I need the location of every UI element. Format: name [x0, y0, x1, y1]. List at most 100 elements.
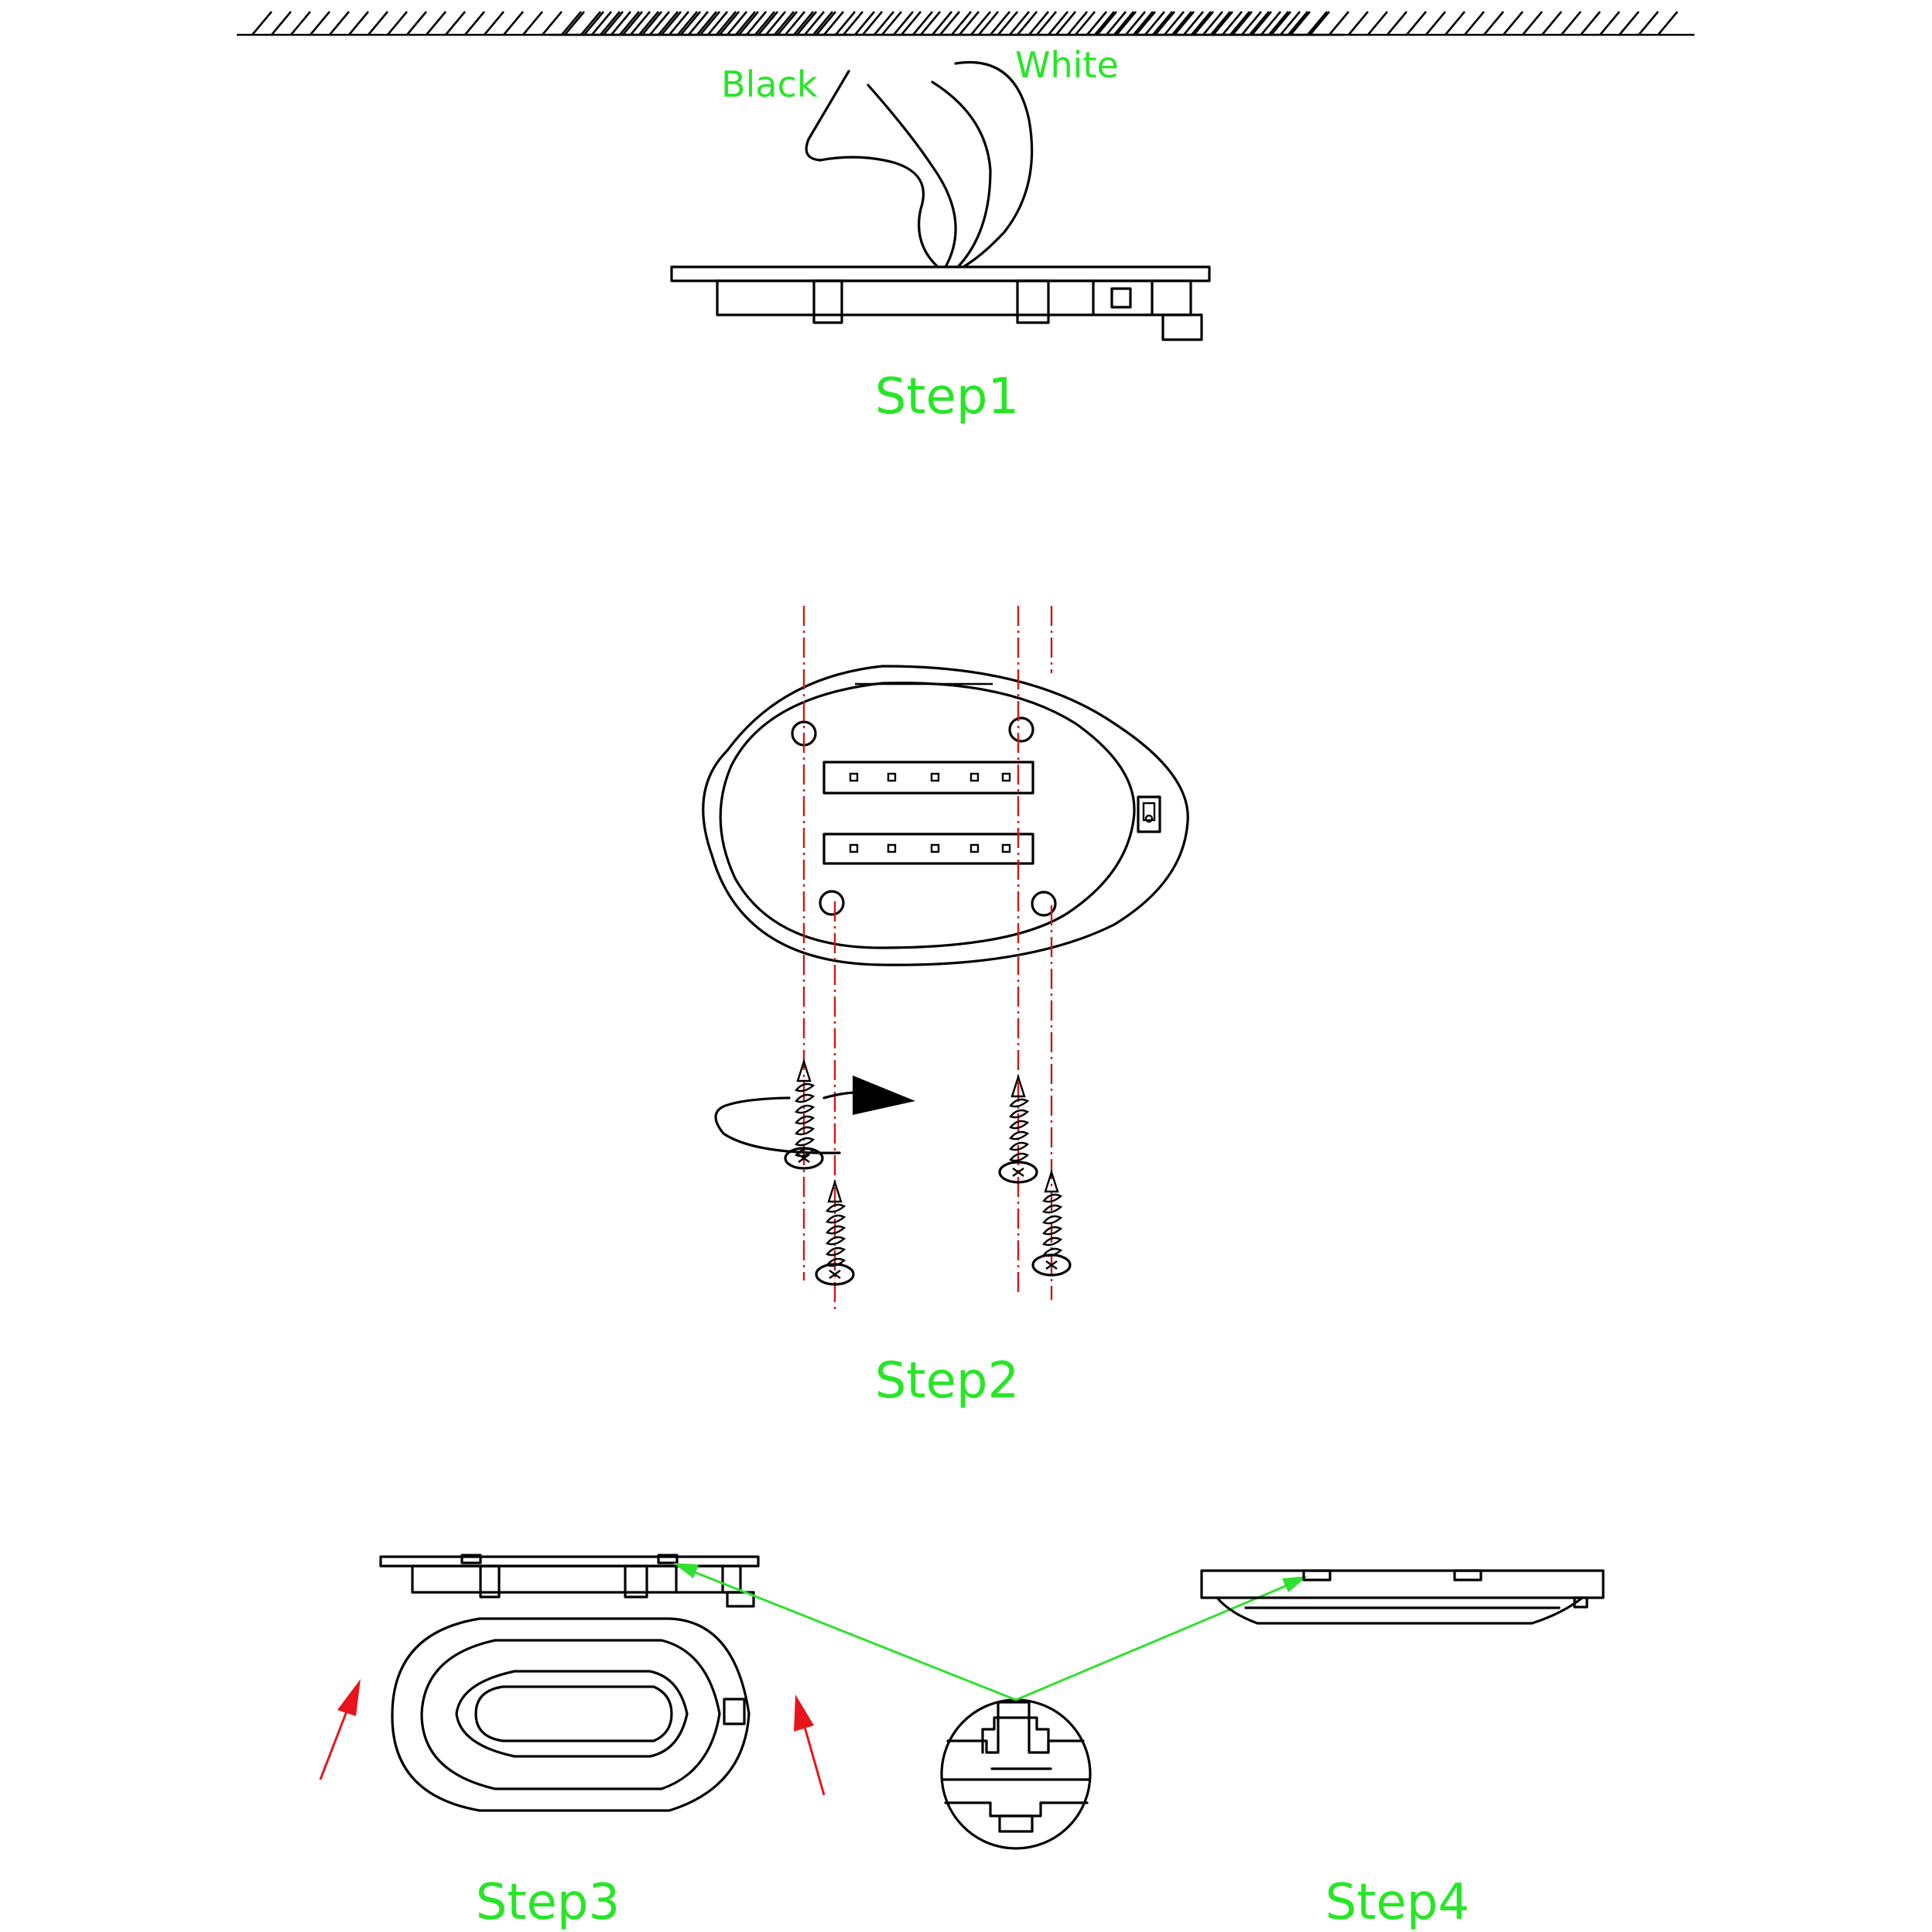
hatch-stroke — [754, 11, 775, 36]
hatch-stroke — [368, 11, 388, 36]
hatch-stroke — [1406, 11, 1427, 36]
hatch-stroke — [1125, 11, 1146, 36]
hatch-stroke — [707, 11, 728, 36]
hatch-stroke — [765, 11, 786, 36]
hatch-stroke — [757, 11, 778, 36]
hatch-stroke — [1638, 11, 1659, 36]
hatch-stroke — [641, 11, 662, 36]
mounting-base-side — [670, 265, 1211, 341]
screw-icon — [784, 1058, 824, 1170]
hatch-stroke — [1260, 11, 1281, 36]
hatch-stroke — [649, 11, 670, 36]
hatch-stroke — [874, 11, 894, 36]
hatch-stroke — [823, 11, 844, 36]
hatch-stroke — [862, 11, 883, 36]
hatch-stroke — [1503, 11, 1523, 36]
hatch-stroke — [680, 11, 701, 36]
hatch-stroke — [1229, 11, 1250, 36]
hatch-stroke — [1017, 11, 1038, 36]
hatch-stroke — [1541, 11, 1562, 36]
hatch-stroke — [978, 11, 999, 36]
hatch-stroke — [990, 11, 1010, 36]
hatch-stroke — [804, 11, 825, 36]
hatch-stroke — [1270, 11, 1291, 36]
hatch-stroke — [610, 11, 631, 36]
hatch-stroke — [603, 11, 624, 36]
hatch-stroke — [835, 11, 856, 36]
hatch-stroke — [699, 11, 720, 36]
hatch-stroke — [1202, 11, 1223, 36]
wire-label-white: White — [1015, 44, 1119, 86]
hatch-stroke — [1096, 11, 1117, 36]
hatch-stroke — [688, 11, 709, 36]
step1-panel: Black White Step1 — [576, 11, 1344, 426]
hatch-stroke — [1348, 11, 1369, 36]
terminal-block-top — [822, 761, 1034, 795]
step4-panel: Step4 — [1082, 11, 1694, 1931]
hatch-stroke — [1251, 11, 1272, 36]
hatch-stroke — [591, 11, 612, 36]
hatch-stroke — [271, 11, 292, 36]
hatch-stroke — [503, 11, 524, 36]
hatch-stroke — [812, 11, 833, 36]
screw-icon — [815, 1179, 855, 1286]
hatch-stroke — [1055, 11, 1076, 36]
hatch-stroke — [1036, 11, 1057, 36]
hatch-stroke — [638, 11, 659, 36]
hatch-stroke — [580, 11, 601, 36]
hatch-stroke — [329, 11, 350, 36]
hatch-stroke — [1287, 11, 1308, 36]
mounted-base-side — [379, 1554, 760, 1608]
screw-icon — [1031, 1169, 1072, 1277]
hatch-stroke — [1133, 11, 1154, 36]
hatch-stroke — [1599, 11, 1620, 36]
screws — [784, 1058, 1072, 1286]
wires — [805, 61, 1034, 268]
hatch-stroke — [630, 11, 651, 36]
hatch-stroke — [1067, 11, 1088, 36]
hatch-stroke — [1464, 11, 1485, 36]
light-fixture — [391, 1617, 751, 1812]
hatch-stroke — [677, 11, 698, 36]
hatch-stroke — [484, 11, 504, 36]
hatch-stroke — [290, 11, 311, 36]
hatch-stroke — [464, 11, 485, 36]
push-arrow-icon — [319, 1679, 361, 1780]
screw-icon — [998, 1074, 1038, 1184]
hatch-stroke — [445, 11, 466, 36]
hatch-stroke — [1048, 11, 1069, 36]
hatch-stroke — [1425, 11, 1446, 36]
hatch-stroke — [387, 11, 408, 36]
hatch-stroke — [735, 11, 756, 36]
hatch-stroke — [1193, 11, 1214, 36]
hatch-stroke — [719, 11, 740, 36]
hatch-stroke — [1094, 11, 1115, 36]
hatch-stroke — [1106, 11, 1127, 36]
hatch-stroke — [561, 11, 582, 36]
hatch-stroke — [1113, 11, 1134, 36]
hatch-stroke — [785, 11, 805, 36]
hatch-stroke — [564, 11, 585, 36]
hatch-stroke — [622, 11, 643, 36]
hatch-stroke — [901, 11, 922, 36]
hatch-stroke — [406, 11, 427, 36]
hatch-stroke — [843, 11, 863, 36]
hatch-stroke — [696, 11, 717, 36]
installed-fixture-side — [1200, 1569, 1605, 1625]
hatch-stroke — [1367, 11, 1388, 36]
hatch-stroke — [1522, 11, 1543, 36]
wire-label-black: Black — [721, 63, 818, 105]
hatch-stroke — [777, 11, 798, 36]
hatch-stroke — [912, 11, 933, 36]
hatch-stroke — [1075, 11, 1096, 36]
hatch-stroke — [658, 11, 679, 36]
hatch-stroke — [997, 11, 1018, 36]
hatch-stroke — [1309, 11, 1330, 36]
hatch-stroke — [951, 11, 972, 36]
hatch-stroke — [426, 11, 446, 36]
hatch-stroke — [1232, 11, 1253, 36]
hatch-stroke — [542, 11, 563, 36]
hatch-stroke — [1483, 11, 1504, 36]
hatch-stroke — [1445, 11, 1465, 36]
hatch-stroke — [1086, 11, 1107, 36]
